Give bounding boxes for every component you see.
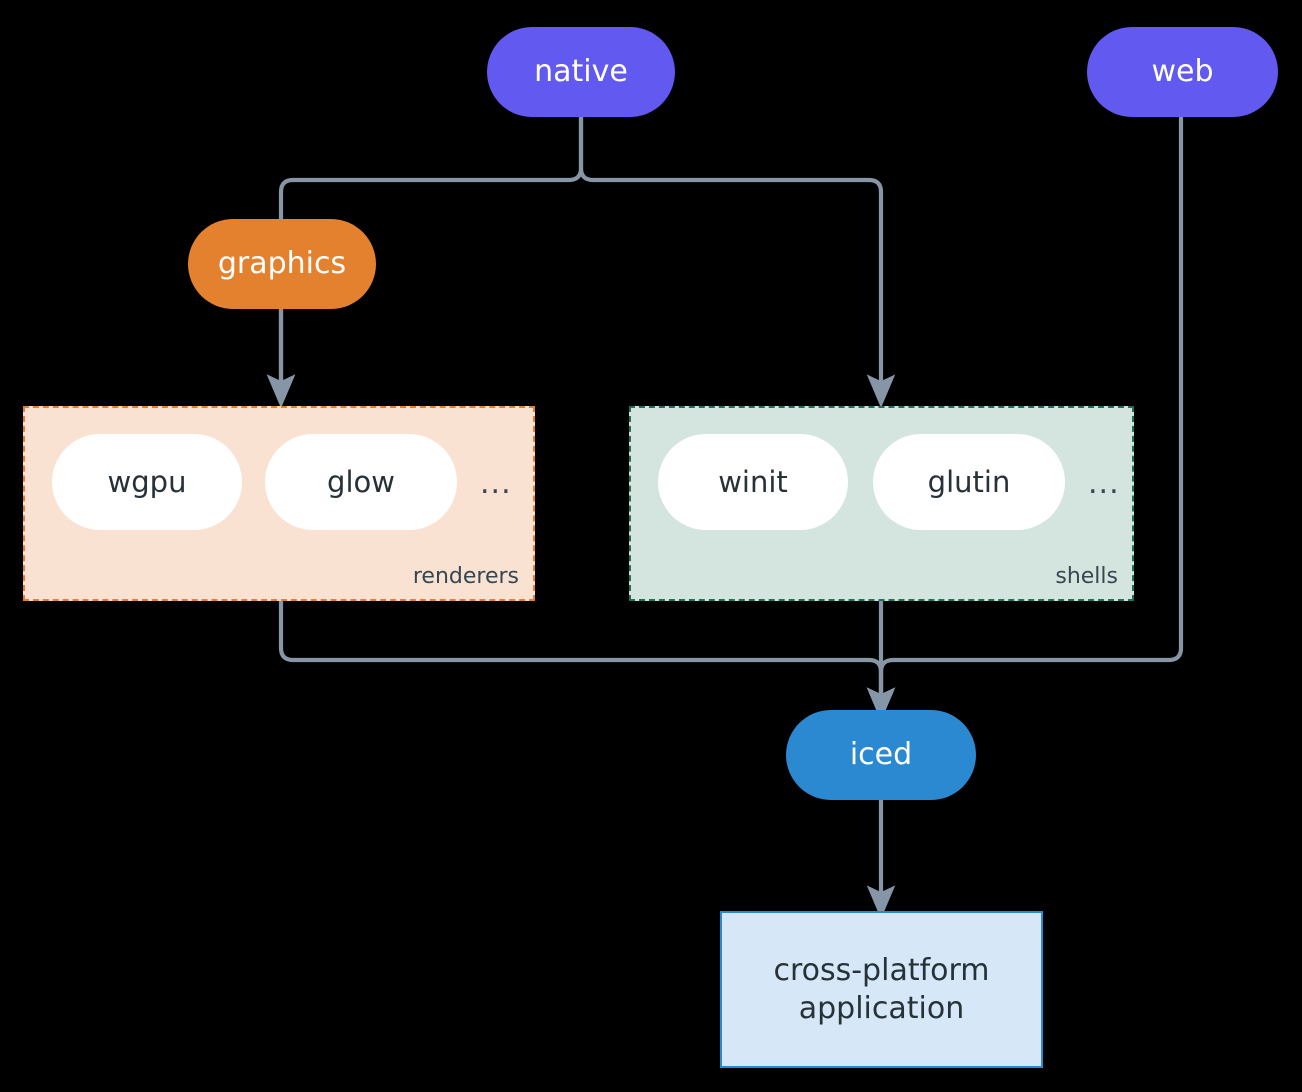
node-glutin[interactable]: glutin: [873, 434, 1065, 530]
node-cross-platform-application[interactable]: cross-platform application: [720, 911, 1043, 1068]
node-wgpu[interactable]: wgpu: [52, 434, 242, 530]
group-label-shells: shells: [1055, 564, 1118, 589]
edge-web-to-iced: [866, 113, 1184, 721]
group-label-renderers: renderers: [412, 564, 519, 589]
group-shells: winit glutin ... shells: [629, 406, 1134, 601]
node-graphics[interactable]: graphics: [188, 219, 376, 309]
edge-renderers-to-iced: [278, 598, 896, 721]
node-winit[interactable]: winit: [658, 434, 848, 530]
shells-more-ellipsis: ...: [1088, 466, 1120, 501]
node-glow[interactable]: glow: [265, 434, 457, 530]
node-web[interactable]: web: [1087, 27, 1278, 117]
node-native[interactable]: native: [487, 27, 675, 117]
renderers-more-ellipsis: ...: [480, 466, 512, 501]
edge-native-to-shells: [578, 113, 896, 408]
node-iced[interactable]: iced: [786, 710, 976, 800]
group-renderers: wgpu glow ... renderers: [23, 406, 535, 601]
